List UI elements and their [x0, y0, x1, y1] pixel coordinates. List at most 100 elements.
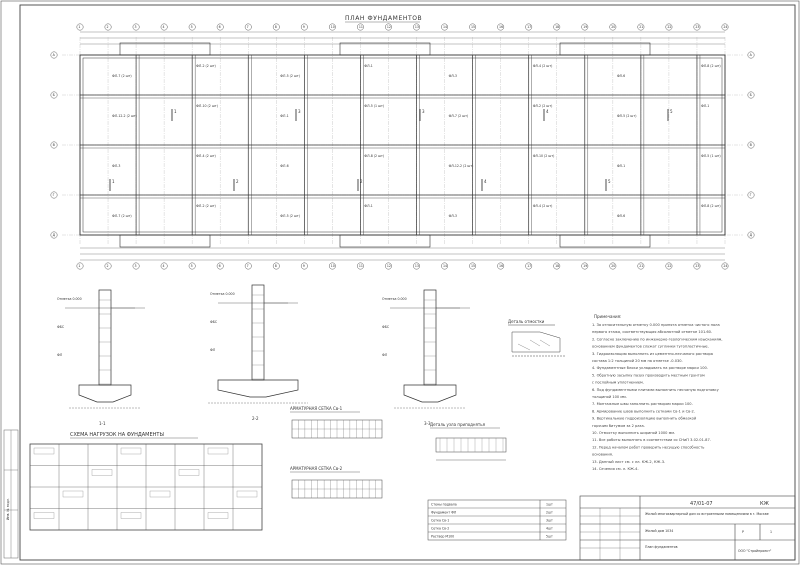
axis-bubble [328, 23, 336, 31]
fbs-wall [251, 284, 265, 381]
loads-scheme-title: СХЕМА НАГРУЗОК НА ФУНДАМЕНТЫ [70, 432, 164, 438]
wing-bottom [339, 234, 431, 248]
note-line: 9. Вертикальную гидроизоляцию выполнить … [592, 417, 697, 421]
spec-name: Раствор М100 [431, 535, 454, 539]
axis-label: 18 [555, 25, 559, 29]
axis-label: 13 [415, 25, 419, 29]
wing-top [119, 42, 211, 56]
mesh2-title: АРМАТУРНАЯ СЕТКА Св-2 [290, 466, 343, 471]
axis-bubble [216, 23, 224, 31]
note-line: 13. Данный лист см. с лл. КЖ-2, КЖ-3. [592, 460, 665, 464]
axis-bubble [747, 141, 755, 149]
axis-bubble [413, 262, 420, 270]
axis-bubble [385, 262, 392, 270]
section-marker-label: 2 [360, 179, 363, 184]
section-note: ФБС [210, 320, 218, 324]
section-marker-label: 4 [546, 109, 549, 114]
section-note: ФЛ [210, 348, 216, 352]
note-line: 11. Все работы выполнять в соответствии … [592, 438, 711, 442]
axis-label: 19 [583, 25, 587, 29]
axis-bubble [357, 23, 364, 31]
axis-label: 10 [331, 25, 335, 29]
axis-bubble [50, 231, 58, 239]
axis-label: 14 [443, 25, 447, 29]
slab-label: ФЛ-3 [449, 74, 457, 78]
section-caption: 3-3 [424, 421, 431, 426]
axis-bubble [385, 23, 392, 31]
axis-label: 22 [667, 25, 671, 29]
tb-org: ООО "Стройпроект" [738, 549, 772, 553]
axis-bubble [497, 23, 505, 31]
note-line: 5. Обратную засыпку пазух производить ме… [592, 373, 705, 377]
note-line: 10. Отмостку выполнить шириной 1000 мм. [592, 431, 675, 435]
load-cell-mark [120, 512, 142, 519]
section-note: ФБС [382, 325, 390, 329]
axis-label: 23 [695, 264, 699, 268]
axis-label: 7 [247, 264, 249, 268]
axis-bubble [637, 262, 645, 270]
loads-scheme: СХЕМА НАГРУЗОК НА ФУНДАМЕНТЫ [29, 432, 263, 531]
note-line: 14. Сечения см. л. КЖ-4. [592, 467, 639, 471]
axis-bubble [132, 23, 140, 31]
tb-code: 47/01-07 [690, 501, 713, 507]
section-marker-label: 4 [484, 179, 487, 184]
axis-label: 4 [163, 264, 165, 268]
axis-label: 24 [723, 25, 727, 29]
axis-bubble [188, 262, 196, 270]
axis-label: Б [53, 93, 55, 97]
axis-bubble [721, 23, 729, 31]
section-note: ФБС [57, 325, 65, 329]
axis-bubble [160, 23, 168, 31]
slab-label: ФЛ-8 (2 шт) [701, 204, 721, 208]
axis-label: В [53, 143, 55, 147]
axis-label: 9 [303, 264, 305, 268]
slab-label: ФЛ-5 (2 шт) [280, 214, 300, 218]
section-note: ФЛ [382, 353, 388, 357]
axis-bubble [609, 262, 617, 270]
slab-label: ФЛ-4 (2 шт) [533, 64, 553, 68]
tb-description: Жилой многоквартирный дом со встроенными… [645, 512, 769, 516]
load-cell-mark [149, 490, 171, 498]
load-cell-mark [178, 469, 200, 476]
section-note: Отметка 0.000 [210, 292, 235, 296]
note-line: 8. Армирование швов выполнить сетками Св… [592, 409, 695, 413]
axis-label: 21 [639, 264, 643, 268]
axis-bubble [441, 23, 448, 31]
axis-label: 5 [191, 264, 193, 268]
section-note: Отметка 0.000 [57, 297, 82, 301]
slab-label: ФЛ-1 [617, 164, 625, 168]
axis-bubble [244, 262, 252, 270]
detail-otmostka: Деталь отмостки [508, 319, 566, 357]
axis-bubble [747, 191, 755, 199]
axis-bubble [581, 262, 589, 270]
load-cell-mark [91, 469, 113, 476]
axis-label: 23 [695, 25, 699, 29]
detail-a-title: Деталь отмостки [508, 319, 545, 324]
section-caption: 1-1 [99, 421, 106, 426]
tb-mark: КЖ [760, 501, 770, 507]
note-line: 6. Под фундаментными плитами выполнить п… [592, 388, 720, 392]
axis-label: 21 [639, 25, 643, 29]
axis-bubble [272, 262, 280, 270]
axis-label: 2 [106, 264, 108, 268]
slab-label: ФЛ-2 (2 шт) [196, 64, 216, 68]
spec-name: Стены подвала [431, 503, 457, 507]
mesh-details: АРМАТУРНАЯ СЕТКА Св-1 АРМАТУРНАЯ СЕТКА С… [290, 406, 383, 499]
axis-label: 3 [134, 264, 136, 268]
axis-bubble [413, 23, 420, 31]
axis-label: 15 [471, 264, 475, 268]
note-line: состава 1:2 толщиной 20 мм на отметке -0… [592, 359, 683, 363]
title-block [579, 495, 796, 561]
slab-label: ФЛ-8 (2 шт) [364, 154, 384, 158]
axis-label: Д [750, 233, 753, 237]
notes-block: Примечания: 1. За относительную отметку … [592, 314, 722, 471]
spec-value: 1шт [546, 503, 553, 507]
axis-label: Б [750, 93, 752, 97]
tb-sheet-title: Жилой дом 1034 [645, 529, 673, 533]
plan-title: ПЛАН ФУНДАМЕНТОВ [345, 15, 422, 22]
